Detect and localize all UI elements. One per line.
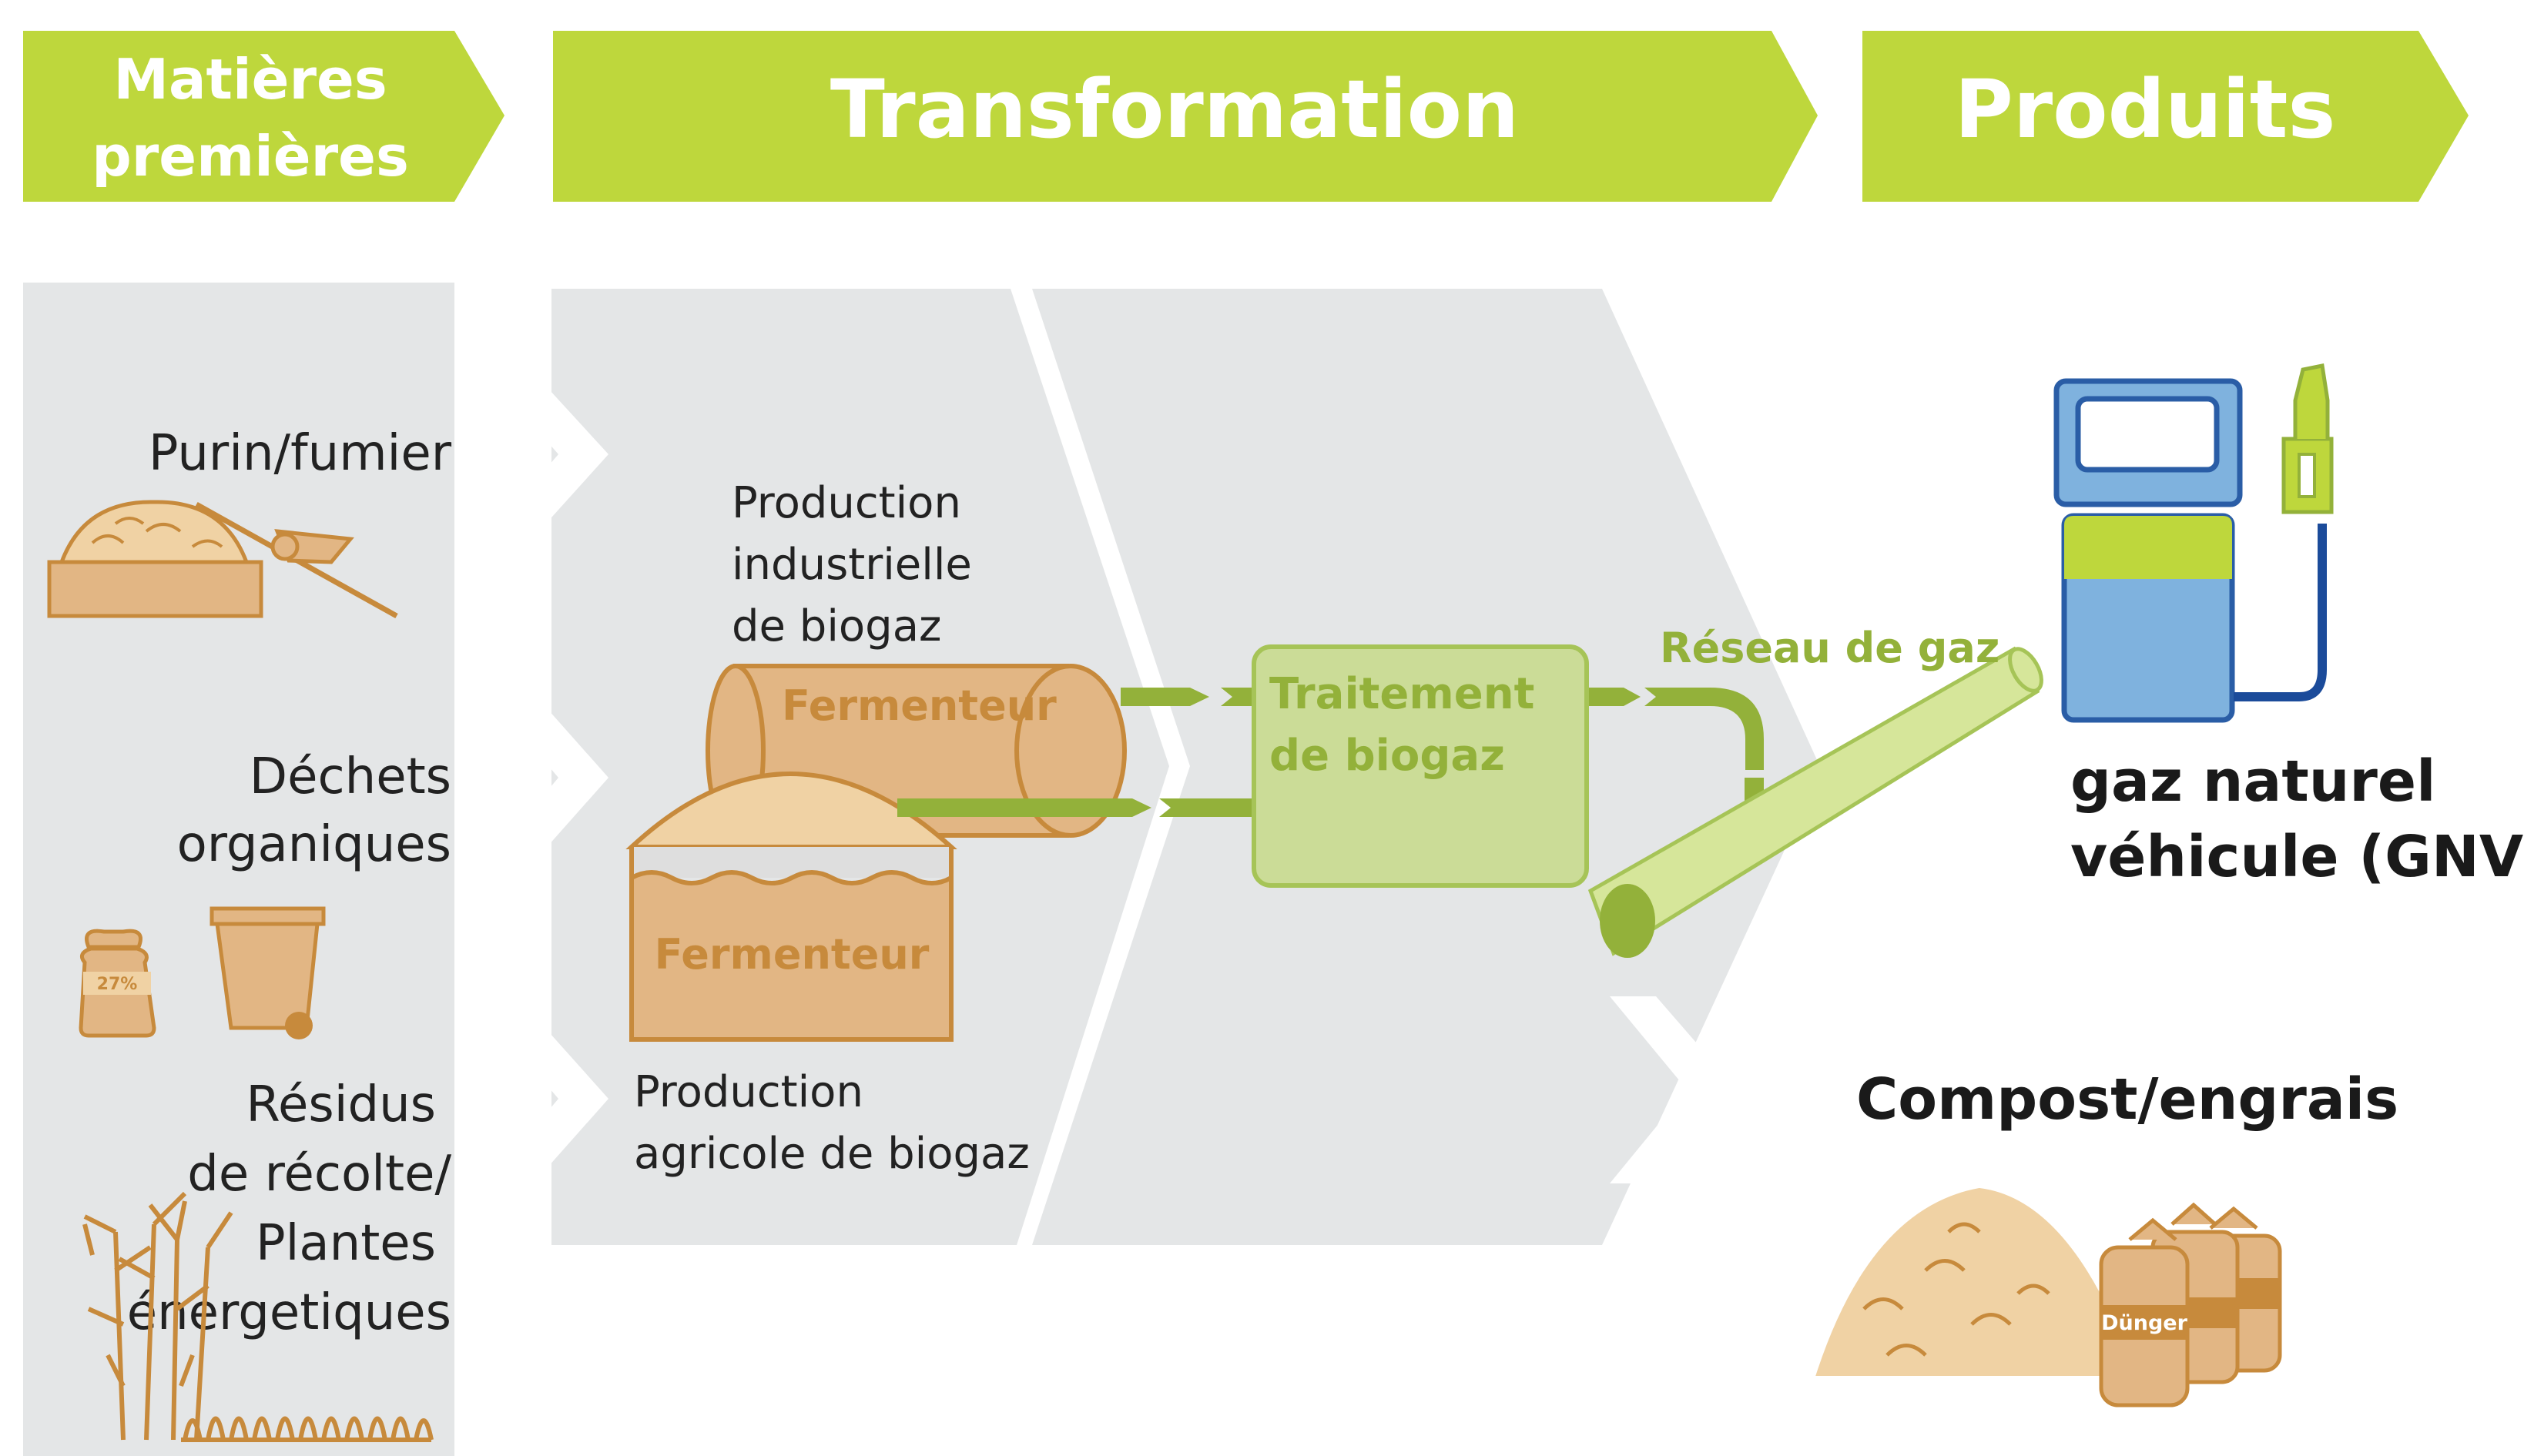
biogas-treatment-box — [1252, 644, 1589, 888]
bio-bin-icon — [209, 906, 326, 1039]
input-waste-label-line1: Déchets — [250, 748, 451, 805]
fertilizer-bag-label: Dünger — [2101, 1311, 2187, 1335]
agricultural-fermenter — [625, 772, 957, 1042]
gnv-label-line1: gaz naturel — [2070, 748, 2435, 815]
header-row: Matières premières Transformation Produi… — [23, 31, 2469, 202]
input-chevrons — [478, 362, 1737, 1194]
agricultural-production-line1: Production — [634, 1067, 863, 1117]
waste-bag-badge: 27% — [97, 975, 138, 994]
gas-network-label: Réseau de gaz — [1660, 624, 1999, 672]
agricultural-production-line2: agricole de biogaz — [634, 1129, 1030, 1179]
industrial-production-line2: industrielle — [732, 540, 972, 590]
waste-bag-icon: 27% — [79, 929, 156, 1038]
header-products-banner — [1862, 31, 2469, 202]
wheelbarrow-icon — [195, 501, 398, 619]
gnv-label-line2: véhicule (GNV) — [2070, 824, 2524, 890]
industrial-fermenter-label: Fermenteur — [782, 681, 1057, 730]
compost-label: Compost/engrais — [1856, 1066, 2398, 1133]
input-manure-label: Purin/fumier — [149, 425, 452, 482]
crop-plants-icon — [82, 1191, 434, 1442]
gas-network-pipe — [1587, 646, 2043, 958]
input-residues-label-line3: Plantes — [256, 1215, 436, 1272]
chevron-waste-icon — [478, 682, 608, 873]
biogas-treatment-line2: de biogaz — [1269, 731, 1505, 781]
chevron-compost-icon — [1610, 996, 1737, 1183]
input-residues-label-line1: Résidus — [246, 1076, 436, 1133]
agricultural-fermenter-label: Fermenteur — [655, 930, 930, 979]
compost-heap-icon — [1815, 1187, 2136, 1376]
chevron-residues-icon — [478, 1004, 608, 1194]
header-raw-materials-line1: Matières — [113, 47, 387, 112]
header-raw-materials-banner — [23, 31, 504, 202]
raw-materials-panel — [23, 283, 454, 1456]
chevron-manure-icon — [478, 362, 608, 548]
input-waste-label-line2: organiques — [177, 816, 451, 873]
fuel-pump-icon — [2053, 363, 2334, 723]
industrial-production-line3: de biogaz — [732, 601, 941, 651]
header-raw-materials-line2: premières — [92, 124, 409, 189]
input-residues-label-line4: énergetiques — [127, 1284, 451, 1341]
biogas-treatment-line1: Traitement — [1269, 669, 1534, 719]
input-residues-label-line2: de récolte/ — [187, 1146, 451, 1203]
fertilizer-bags-icon: Dünger — [2099, 1202, 2282, 1407]
header-transformation-banner — [553, 31, 1818, 202]
header-transformation: Transformation — [830, 62, 1519, 156]
manure-heap-icon — [47, 500, 263, 618]
header-products: Produits — [1955, 62, 2336, 156]
industrial-production-line1: Production — [732, 478, 961, 528]
